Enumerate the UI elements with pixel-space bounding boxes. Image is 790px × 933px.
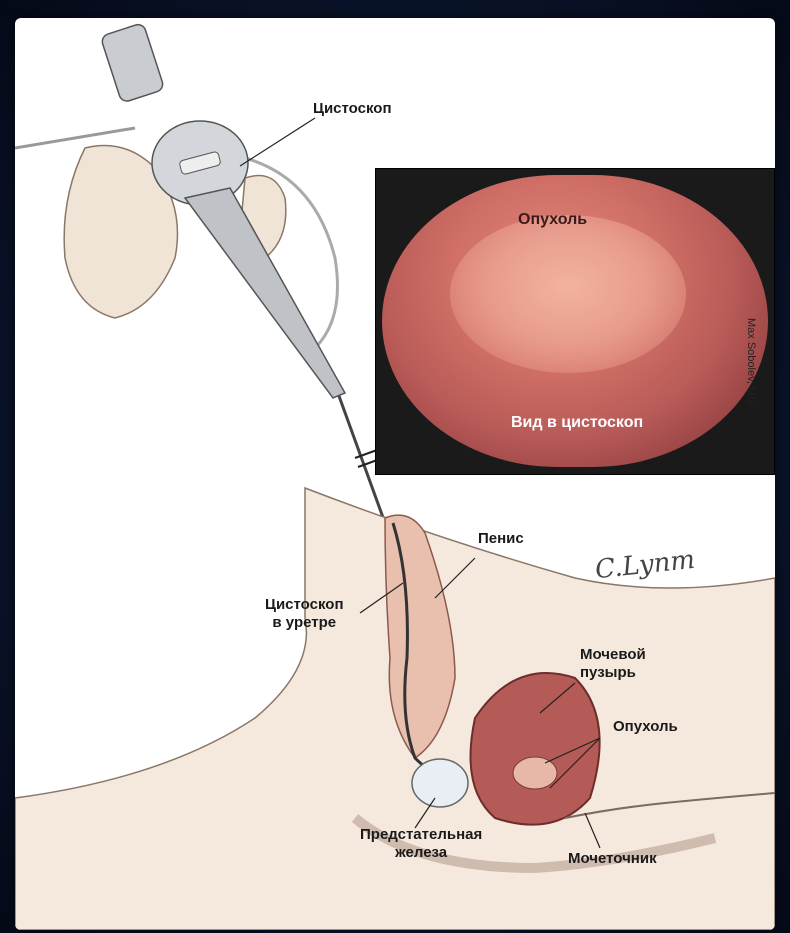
bladder-tumor xyxy=(513,757,557,789)
scope-eyepiece xyxy=(100,23,164,103)
prostate-shape xyxy=(412,759,468,807)
illustration-sheet: Опухоль Вид в цистоскоп Max Sobolev, MD … xyxy=(15,18,775,930)
label-ureter: Мочеточник xyxy=(568,850,657,868)
photo-credit: Max Sobolev, MD xyxy=(745,318,757,404)
label-cystoscope: Цистоскоп xyxy=(313,100,392,118)
tumor-mass xyxy=(450,215,686,373)
label-tumor: Опухоль xyxy=(613,718,678,736)
leader-cystoscope xyxy=(240,118,315,166)
label-penis: Пенис xyxy=(478,530,524,548)
label-cystoscope-urethra: Цистоскоп в уретре xyxy=(265,596,344,632)
tubing-left xyxy=(15,128,135,148)
photo-tumor-label: Опухоль xyxy=(518,211,587,229)
photo-view-label: Вид в цистоскоп xyxy=(511,414,643,432)
label-prostate: Предстательная железа xyxy=(360,826,482,862)
cystoscope-view-photo: Опухоль Вид в цистоскоп xyxy=(375,168,775,475)
label-bladder: Мочевой пузырь xyxy=(580,646,646,682)
